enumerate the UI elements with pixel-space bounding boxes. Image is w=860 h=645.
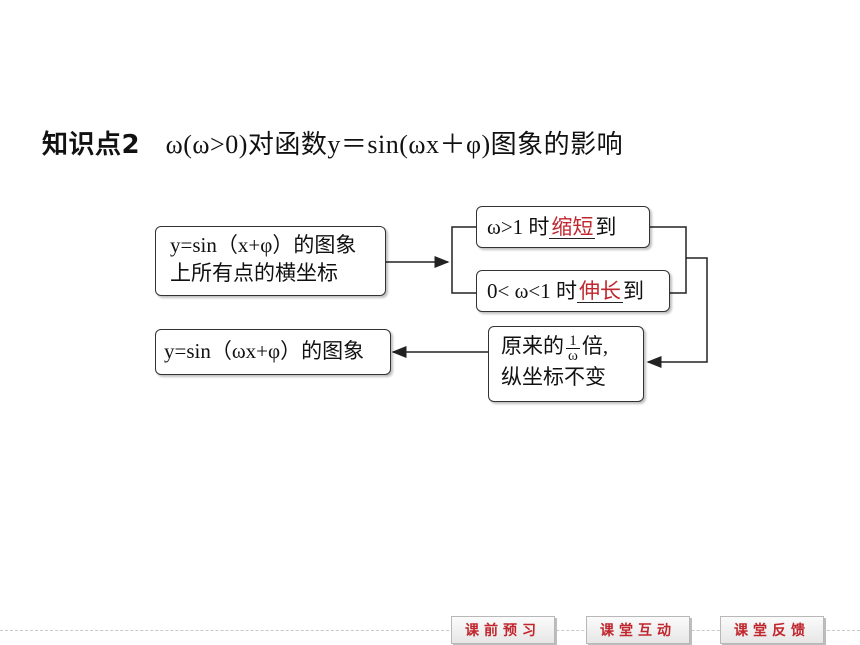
lower-answer-blank: 伸长 [577, 279, 624, 303]
result-text: y=sin（ωx+φ）的图象 [164, 339, 365, 363]
fraction-numerator: 1 [566, 333, 580, 349]
scale-box-suffix: 倍, [581, 334, 609, 358]
upper-condition-box: ω>1 时缩短到 [476, 206, 650, 248]
upper-answer-blank: 缩短 [549, 215, 596, 239]
section-heading-text: ω(ω>0)对函数y＝sin(ωx＋φ)图象的影响 [165, 130, 624, 159]
result-box: y=sin（ωx+φ）的图象 [155, 329, 391, 375]
nav-feedback-button[interactable]: 课堂反馈 [720, 616, 824, 644]
scale-box-line2: 纵坐标不变 [501, 364, 606, 389]
lower-condition-box: 0< ω<1 时伸长到 [476, 270, 670, 312]
connector-to-mid [646, 257, 708, 368]
start-box-line1: y=sin（x+φ）的图象 [170, 233, 357, 257]
lower-condition-text: 0< ω<1 时 [487, 279, 578, 303]
lower-condition-suffix: 到 [623, 279, 645, 303]
section-label: 知识点2 [42, 130, 141, 160]
upper-condition-text: ω>1 时 [487, 215, 550, 239]
connector-upper-right [650, 226, 687, 258]
nav-preview-button[interactable]: 课前预习 [451, 616, 555, 644]
section-heading: 知识点2 ω(ω>0)对函数y＝sin(ωx＋φ)图象的影响 [42, 124, 623, 161]
connector-bracket-left [451, 226, 476, 294]
start-box-line2: 上所有点的横坐标 [170, 261, 338, 285]
nav-interaction-button[interactable]: 课堂互动 [586, 616, 690, 644]
fraction-denominator: ω [568, 347, 578, 364]
upper-condition-suffix: 到 [595, 215, 617, 239]
footer-divider [0, 630, 860, 631]
connector-lower-right [670, 258, 687, 294]
scale-box-prefix: 原来的 [501, 334, 564, 358]
start-box: y=sin（x+φ）的图象 上所有点的横坐标 [155, 226, 386, 296]
